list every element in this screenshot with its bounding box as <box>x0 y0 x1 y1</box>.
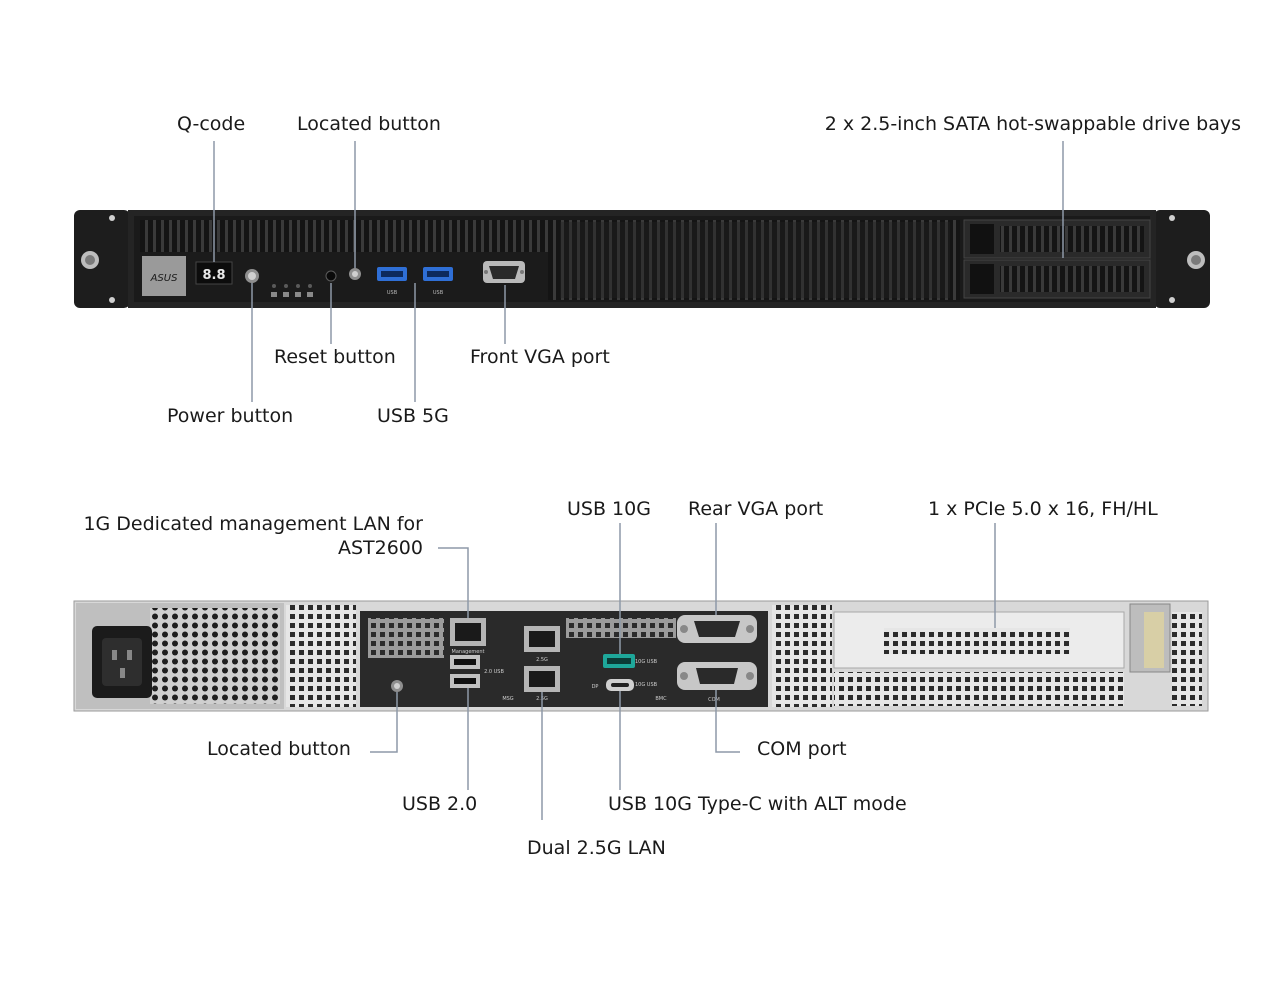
svg-text:COM: COM <box>708 697 720 703</box>
front-right-thumbscrew <box>1187 251 1205 269</box>
callout-dual-lan: Dual 2.5G LAN <box>527 837 666 859</box>
svg-text:USB: USB <box>387 290 398 296</box>
drive-bay-2[interactable] <box>963 259 1151 299</box>
callout-rear-located-button: Located button <box>207 738 351 760</box>
rear-leader-lines <box>370 523 996 820</box>
led-icons <box>271 292 313 297</box>
pcie-bracket-latch <box>1129 603 1171 673</box>
usb20-port-label: 2.0 USB <box>484 669 504 675</box>
pcie-slot[interactable] <box>833 611 1125 706</box>
lan25-port-1[interactable]: 2.5G <box>524 626 560 663</box>
front-panel: ASUS 8.8 USB USB <box>74 210 1210 308</box>
bmc-label: BMC <box>655 696 667 702</box>
callout-com-port: COM port <box>757 738 847 760</box>
rear-located-button[interactable] <box>391 680 403 692</box>
svg-text:Management: Management <box>452 649 485 655</box>
svg-text:2.5G: 2.5G <box>536 657 548 663</box>
status-leds <box>272 284 312 288</box>
callout-qcode: Q-code <box>177 113 246 135</box>
qcode-digits: 8.8 <box>202 268 225 283</box>
front-right-rack-ear <box>1154 210 1210 308</box>
power-button[interactable] <box>245 269 259 283</box>
usb20-port-2[interactable] <box>450 674 480 688</box>
callout-reset-button: Reset button <box>274 346 396 368</box>
drive-bay-1[interactable] <box>963 219 1151 259</box>
svg-text:USB: USB <box>433 290 444 296</box>
usb20-port-1[interactable] <box>450 655 480 669</box>
asus-logo-plate <box>142 256 186 296</box>
lan25-port-2[interactable]: 2.5G <box>524 666 560 702</box>
front-left-thumbscrew <box>81 251 99 269</box>
callout-pcie: 1 x PCIe 5.0 x 16, FH/HL <box>928 498 1158 520</box>
psu-fan-grille <box>150 608 280 704</box>
callout-drive-bays: 2 x 2.5-inch SATA hot-swappable drive ba… <box>824 113 1241 135</box>
callout-power-button: Power button <box>167 405 294 427</box>
msg-label: MSG <box>502 696 513 702</box>
rear-mesh-left <box>286 605 356 707</box>
svg-text:10G USB: 10G USB <box>635 682 658 688</box>
rear-vga-port[interactable] <box>677 615 757 643</box>
callout-mgmt-lan-line1: 1G Dedicated management LAN for <box>83 513 423 535</box>
management-lan-port[interactable]: Management <box>450 618 486 655</box>
rear-panel: Management 2.0 USB 2.5G 2.5G MSG 10G USB… <box>73 600 1209 712</box>
front-located-button[interactable] <box>349 268 361 280</box>
callout-mgmt-lan-line2: AST2600 <box>337 537 423 559</box>
usb10g-port[interactable]: 10G USB <box>603 654 658 668</box>
front-left-rack-ear <box>74 210 130 308</box>
com-port[interactable]: COM <box>677 662 757 703</box>
svg-text:10G USB: 10G USB <box>635 659 658 665</box>
callout-front-located-button: Located button <box>297 113 441 135</box>
callout-front-vga-port: Front VGA port <box>470 346 610 368</box>
callout-usb10g: USB 10G <box>567 498 651 520</box>
callout-usb5g: USB 5G <box>377 405 449 427</box>
asus-logo: ASUS <box>150 273 179 284</box>
reset-button[interactable] <box>325 270 337 282</box>
callout-usb20: USB 2.0 <box>402 793 478 815</box>
usbc-port[interactable]: DP 10G USB <box>592 679 658 691</box>
rear-mesh-right <box>772 605 832 707</box>
front-usb-port-1[interactable]: USB <box>377 267 407 296</box>
callout-rear-vga-port: Rear VGA port <box>688 498 824 520</box>
front-usb-port-2[interactable]: USB <box>423 267 453 296</box>
svg-text:DP: DP <box>592 684 599 690</box>
front-leader-lines <box>213 141 1064 402</box>
ac-power-inlet[interactable] <box>92 626 152 698</box>
front-vga-port[interactable] <box>483 261 525 283</box>
callout-usbc: USB 10G Type-C with ALT mode <box>608 793 907 815</box>
